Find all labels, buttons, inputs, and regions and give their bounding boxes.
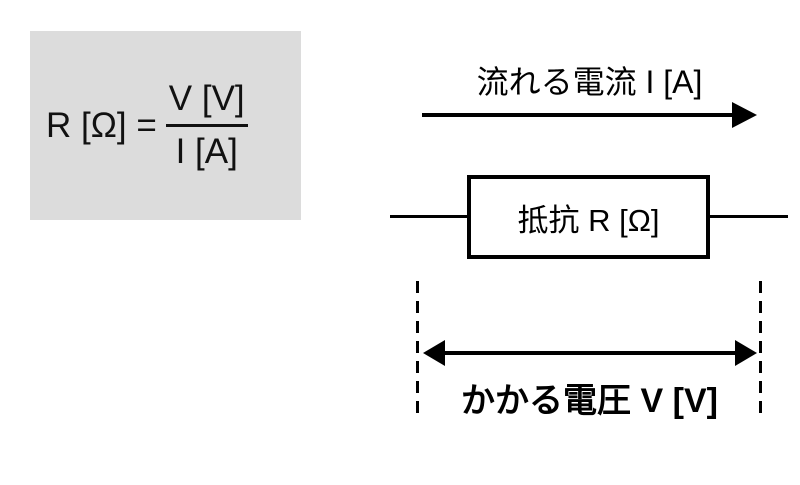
resistor-lead-left bbox=[390, 215, 467, 218]
resistor-lead-right bbox=[710, 215, 788, 218]
voltage-span-graphics bbox=[416, 281, 762, 413]
ohms-law-formula: R [Ω] = V [V] I [A] bbox=[46, 79, 248, 172]
voltage-double-arrow-icon bbox=[423, 340, 757, 366]
formula-lhs: R [Ω] = bbox=[46, 105, 157, 145]
resistor-label: 抵抗 R [Ω] bbox=[517, 202, 660, 238]
current-direction-arrow-icon bbox=[422, 102, 757, 128]
formula-box: R [Ω] = V [V] I [A] bbox=[30, 31, 301, 220]
formula-denominator: I [A] bbox=[175, 132, 238, 171]
resistor-box: 抵抗 R [Ω] bbox=[467, 175, 710, 259]
fraction-line bbox=[165, 124, 248, 127]
formula-fraction: V [V] I [A] bbox=[165, 79, 248, 172]
current-label: 流れる電流 I [A] bbox=[476, 64, 703, 100]
voltage-label: かかる電圧 V [V] bbox=[461, 382, 718, 420]
formula-numerator: V [V] bbox=[168, 79, 245, 118]
